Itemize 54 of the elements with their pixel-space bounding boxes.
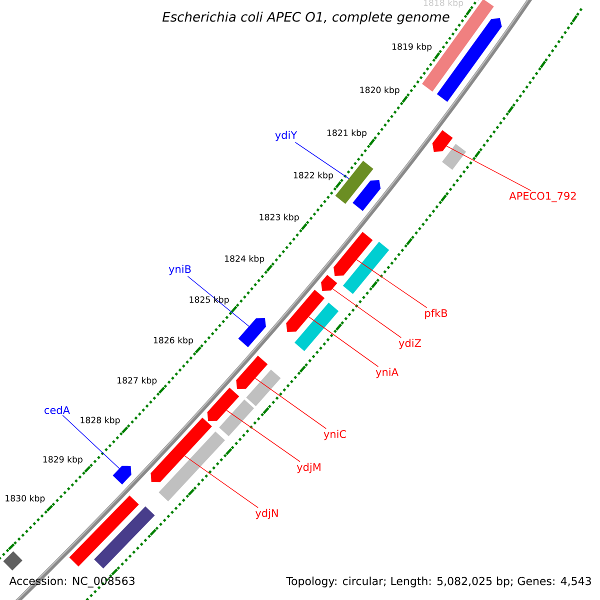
leader-line xyxy=(356,259,428,308)
gene-label: ydjN xyxy=(256,508,278,520)
tick-label: 1828 kbp xyxy=(80,416,120,425)
leader-line xyxy=(332,288,402,338)
gene-label: yniA xyxy=(376,368,398,378)
gene-bar xyxy=(238,318,266,348)
leader-line xyxy=(308,316,379,368)
gene-bar xyxy=(321,274,338,291)
gene-label: ydiZ xyxy=(398,338,422,350)
leader-line xyxy=(294,142,350,180)
gene-bar xyxy=(294,302,339,352)
tick-label: 1820 kbp xyxy=(360,86,400,95)
tick-label: 1821 kbp xyxy=(327,129,367,138)
gene-bar xyxy=(219,400,254,436)
tick-label: 1824 kbp xyxy=(225,255,264,264)
gene-bar xyxy=(334,232,373,276)
tick-label: 1829 kbp xyxy=(43,456,82,464)
gene-label: APECO1_792 xyxy=(509,192,576,202)
leader-line xyxy=(184,456,258,508)
gene-label: cedA xyxy=(44,406,70,414)
gene-bar xyxy=(3,551,22,570)
gene-label: ydiY xyxy=(275,130,298,142)
gene-bar xyxy=(342,242,390,294)
leader-line xyxy=(226,410,300,462)
gene-bar xyxy=(150,418,212,482)
gene-bar xyxy=(207,388,240,421)
footer-text: Topology: circular; Length: 5,082,025 bp; Genes: 4,543 xyxy=(286,576,591,588)
gene-bar xyxy=(246,370,281,406)
gene-bar xyxy=(335,160,374,204)
footer-text: Accession: NC_008563 xyxy=(9,576,134,588)
gene-bar xyxy=(69,496,139,567)
gene-bar xyxy=(236,356,268,389)
leader-line xyxy=(62,414,120,469)
gene-bar xyxy=(432,130,453,152)
gene-label: yniB xyxy=(168,264,191,276)
leader-line xyxy=(446,146,532,191)
tick-label: 1819 kbp xyxy=(392,43,432,52)
tick-label: 1827 kbp xyxy=(118,376,157,386)
gene-label: yniC xyxy=(324,430,346,440)
tick-label: 1822 kbp xyxy=(294,172,333,180)
gene-bar xyxy=(158,432,225,502)
gene-bar xyxy=(94,506,155,568)
tick-label: 1823 kbp xyxy=(260,214,299,222)
gene-bar xyxy=(442,144,466,170)
gene-bar xyxy=(112,466,132,484)
title: Escherichia coli APEC O1, complete genome xyxy=(159,8,453,28)
gene-bar xyxy=(286,290,325,332)
tick-label: 1830 kbp xyxy=(6,494,45,504)
gene-label: pfkB xyxy=(425,308,448,320)
leader-line xyxy=(254,378,327,430)
gene-bar xyxy=(352,180,381,212)
gene-label: ydjM xyxy=(296,462,320,474)
leader-line xyxy=(187,276,250,327)
tick-label: 1826 kbp xyxy=(154,336,193,346)
